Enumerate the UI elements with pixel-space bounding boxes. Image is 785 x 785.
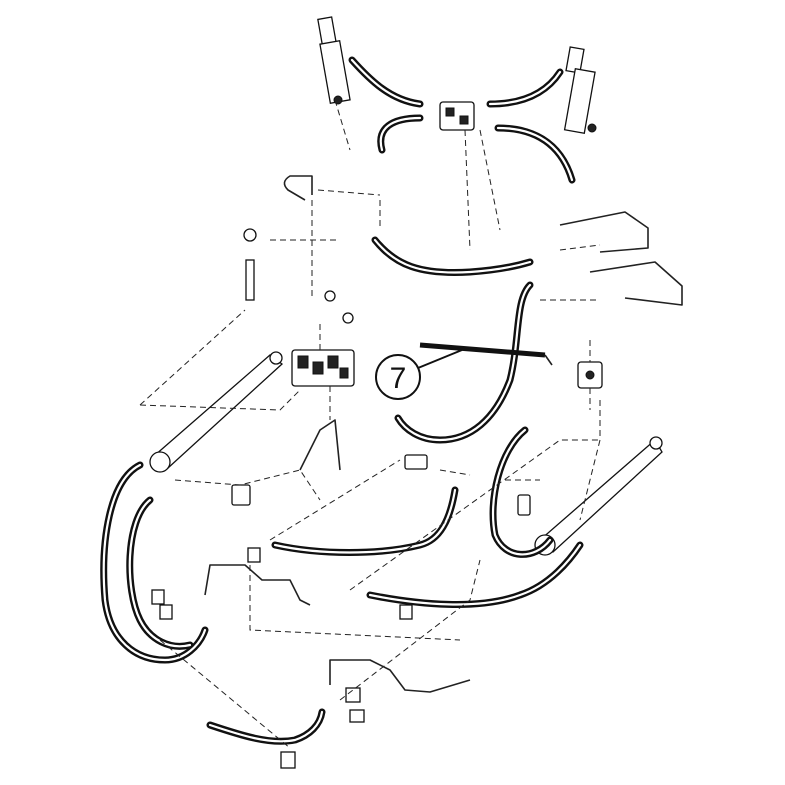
- upper-right-steel-line-2: [589, 261, 683, 306]
- top-center-valve-block: [439, 101, 475, 131]
- lower-left-hoses: [100, 461, 326, 745]
- top-curved-hoses: [348, 56, 576, 184]
- right-solenoid-valve: [577, 340, 603, 410]
- callout-7: 7: [375, 349, 463, 400]
- upper-right-steel-line-1: [559, 211, 649, 253]
- control-valve-block: [291, 320, 355, 420]
- leader-lines: [139, 309, 601, 749]
- rigid-line-item-7: [419, 342, 553, 366]
- lower-steel-lines: [204, 419, 471, 693]
- middle-loop-hose: [394, 281, 534, 444]
- top-cylinder-assembly: [317, 16, 597, 251]
- right-hydraulic-cylinder: [534, 436, 663, 556]
- upper-long-hose: [371, 236, 534, 276]
- callout-7-label: 7: [390, 362, 407, 395]
- brackets-and-fittings: [151, 454, 531, 769]
- left-top-cylinder: [317, 16, 351, 105]
- left-hydraulic-cylinder: [149, 351, 284, 473]
- right-top-cylinder: [563, 46, 597, 135]
- upper-fittings-and-lines: [243, 175, 683, 444]
- u-bend-tube-top: [283, 175, 313, 201]
